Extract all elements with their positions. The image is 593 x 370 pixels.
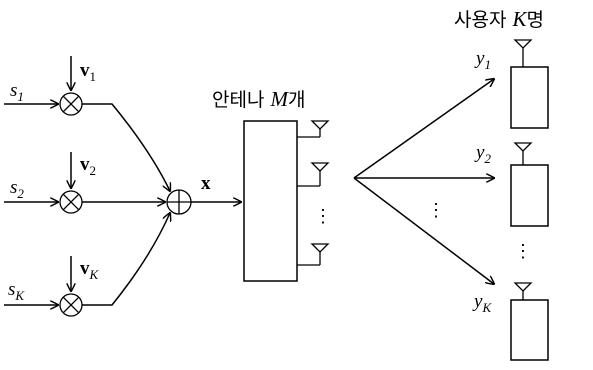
branch-1-to-sum	[82, 103, 170, 191]
user-k-label: yK	[472, 291, 492, 315]
weight-label-v1: v1	[80, 60, 96, 84]
user-k-terminal	[510, 299, 549, 361]
input-label-s1: s1	[10, 80, 24, 104]
bs-antenna-2	[297, 162, 330, 187]
user-2-label: y2	[474, 142, 491, 166]
base-station-box	[243, 120, 298, 282]
user-2-terminal	[510, 164, 549, 227]
multiplier-2	[59, 190, 83, 214]
input-label-sk: sK	[8, 279, 25, 303]
user-1-terminal	[510, 66, 549, 129]
bs-antenna-1	[297, 120, 330, 138]
user-2: y2	[474, 142, 549, 227]
input-branch-k: sK vK	[4, 213, 170, 317]
link-arrow-user-k	[353, 177, 494, 284]
user-1: y1	[474, 39, 549, 129]
link-ellipsis: ⋮	[427, 200, 445, 220]
user-count-label: 사용자 K명	[454, 7, 544, 31]
user-ellipsis: ⋮	[514, 241, 532, 261]
input-branch-2: s2 v2	[4, 152, 165, 214]
user-k: yK	[472, 282, 549, 361]
multiplier-k	[59, 293, 83, 317]
weight-label-vk: vK	[80, 258, 100, 282]
bs-antenna-ellipsis: ⋮	[314, 206, 332, 226]
input-label-s2: s2	[10, 177, 24, 201]
antenna-count-label: 안테나 M개	[212, 87, 305, 111]
summation-node	[166, 189, 192, 215]
input-branch-1: s1 v1	[4, 56, 170, 191]
multiplier-1	[59, 92, 83, 116]
branch-k-to-sum	[82, 213, 170, 306]
signal-x-label: x	[201, 173, 211, 194]
weight-label-v2: v2	[80, 154, 96, 178]
user-1-label: y1	[474, 48, 491, 72]
link-arrow-user-1	[353, 79, 494, 179]
bs-antenna-m	[297, 243, 330, 266]
